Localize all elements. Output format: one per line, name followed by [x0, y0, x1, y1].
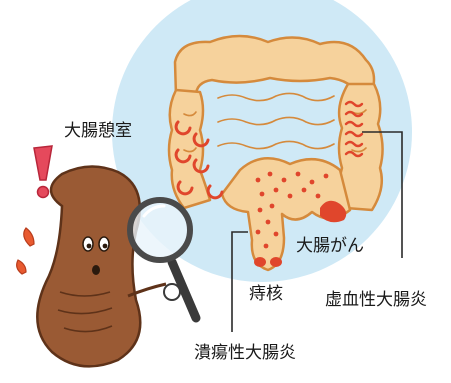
label-ischemic-colitis: 虚血性大腸炎 [325, 292, 427, 309]
label-diverticulum: 大腸憩室 [64, 123, 132, 140]
label-ulcerative-colitis: 潰瘍性大腸炎 [194, 345, 296, 362]
label-colon-cancer: 大腸がん [296, 238, 364, 255]
exclamation-icon [34, 146, 52, 198]
label-hemorrhoid: 痔核 [249, 286, 283, 303]
sweat-drop-icon [17, 228, 34, 274]
